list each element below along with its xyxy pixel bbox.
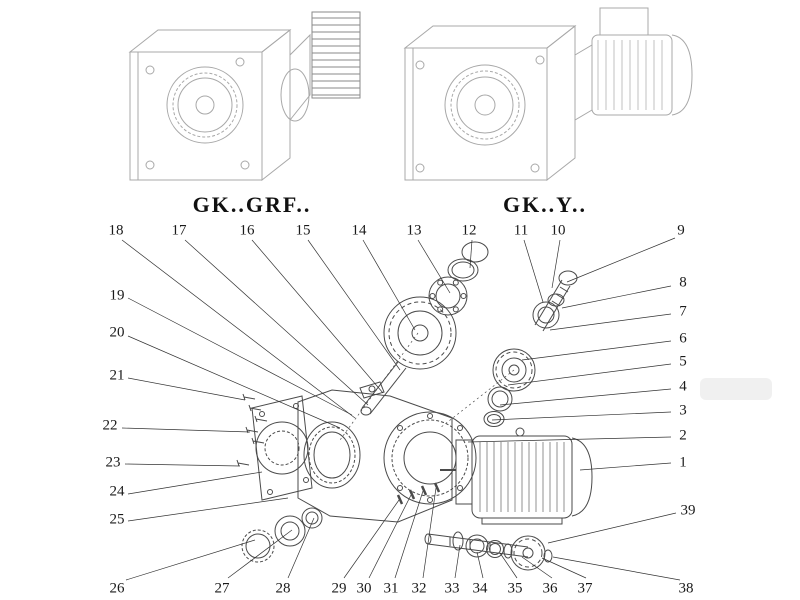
callout-13: 13 xyxy=(406,222,422,239)
callout-6: 6 xyxy=(679,330,687,347)
seal-parts-drawing xyxy=(241,507,323,563)
callout-28: 28 xyxy=(275,580,291,597)
callout-29: 29 xyxy=(331,580,347,597)
callout-11: 11 xyxy=(513,222,529,239)
leader-lines xyxy=(121,237,681,581)
callout-23: 23 xyxy=(105,454,121,471)
gearbox-y-drawing xyxy=(403,7,693,182)
callout-4: 4 xyxy=(679,378,687,395)
callout-33: 33 xyxy=(444,580,460,597)
variant-label-y: GK..Y.. xyxy=(502,192,588,217)
callout-24: 24 xyxy=(109,483,125,500)
callout-2: 2 xyxy=(679,427,687,444)
callout-39: 39 xyxy=(680,502,696,519)
exploded-view-drawing xyxy=(236,241,593,571)
callout-9: 9 xyxy=(677,222,685,239)
callout-34: 34 xyxy=(472,580,488,597)
callout-20: 20 xyxy=(109,324,125,341)
callout-22: 22 xyxy=(102,417,118,434)
output-shaft-assembly-drawing xyxy=(424,531,553,571)
callout-17: 17 xyxy=(171,222,187,239)
gearbox-grf-drawing xyxy=(128,11,361,182)
callout-14: 14 xyxy=(351,222,367,239)
callout-30: 30 xyxy=(356,580,372,597)
callout-27: 27 xyxy=(214,580,230,597)
housing-drawing xyxy=(297,332,515,523)
callout-26: 26 xyxy=(109,580,125,597)
callout-12: 12 xyxy=(461,222,477,239)
callout-1: 1 xyxy=(679,454,687,471)
callout-32: 32 xyxy=(411,580,427,597)
main-gear-stack-drawing xyxy=(360,241,489,416)
callout-5: 5 xyxy=(679,353,687,370)
callout-15: 15 xyxy=(295,222,311,239)
watermark xyxy=(700,378,772,400)
callout-3: 3 xyxy=(679,402,687,419)
input-pinion-stack-drawing xyxy=(483,270,578,427)
callout-16: 16 xyxy=(239,222,255,239)
variant-label-grf: GK..GRF.. xyxy=(192,192,312,217)
callout-7: 7 xyxy=(679,303,687,320)
motor-drawing xyxy=(574,7,693,121)
callout-8: 8 xyxy=(679,274,687,291)
callout-35: 35 xyxy=(507,580,523,597)
callout-31: 31 xyxy=(383,580,399,597)
exploded-motor-drawing xyxy=(396,427,593,525)
callout-38: 38 xyxy=(678,580,694,597)
callout-37: 37 xyxy=(577,580,593,597)
output-flange-drawing xyxy=(236,393,313,501)
callout-25: 25 xyxy=(109,511,125,528)
callout-19: 19 xyxy=(109,287,125,304)
callout-21: 21 xyxy=(109,367,125,384)
callout-10: 10 xyxy=(550,222,566,239)
callout-36: 36 xyxy=(542,580,558,597)
callout-18: 18 xyxy=(108,222,124,239)
